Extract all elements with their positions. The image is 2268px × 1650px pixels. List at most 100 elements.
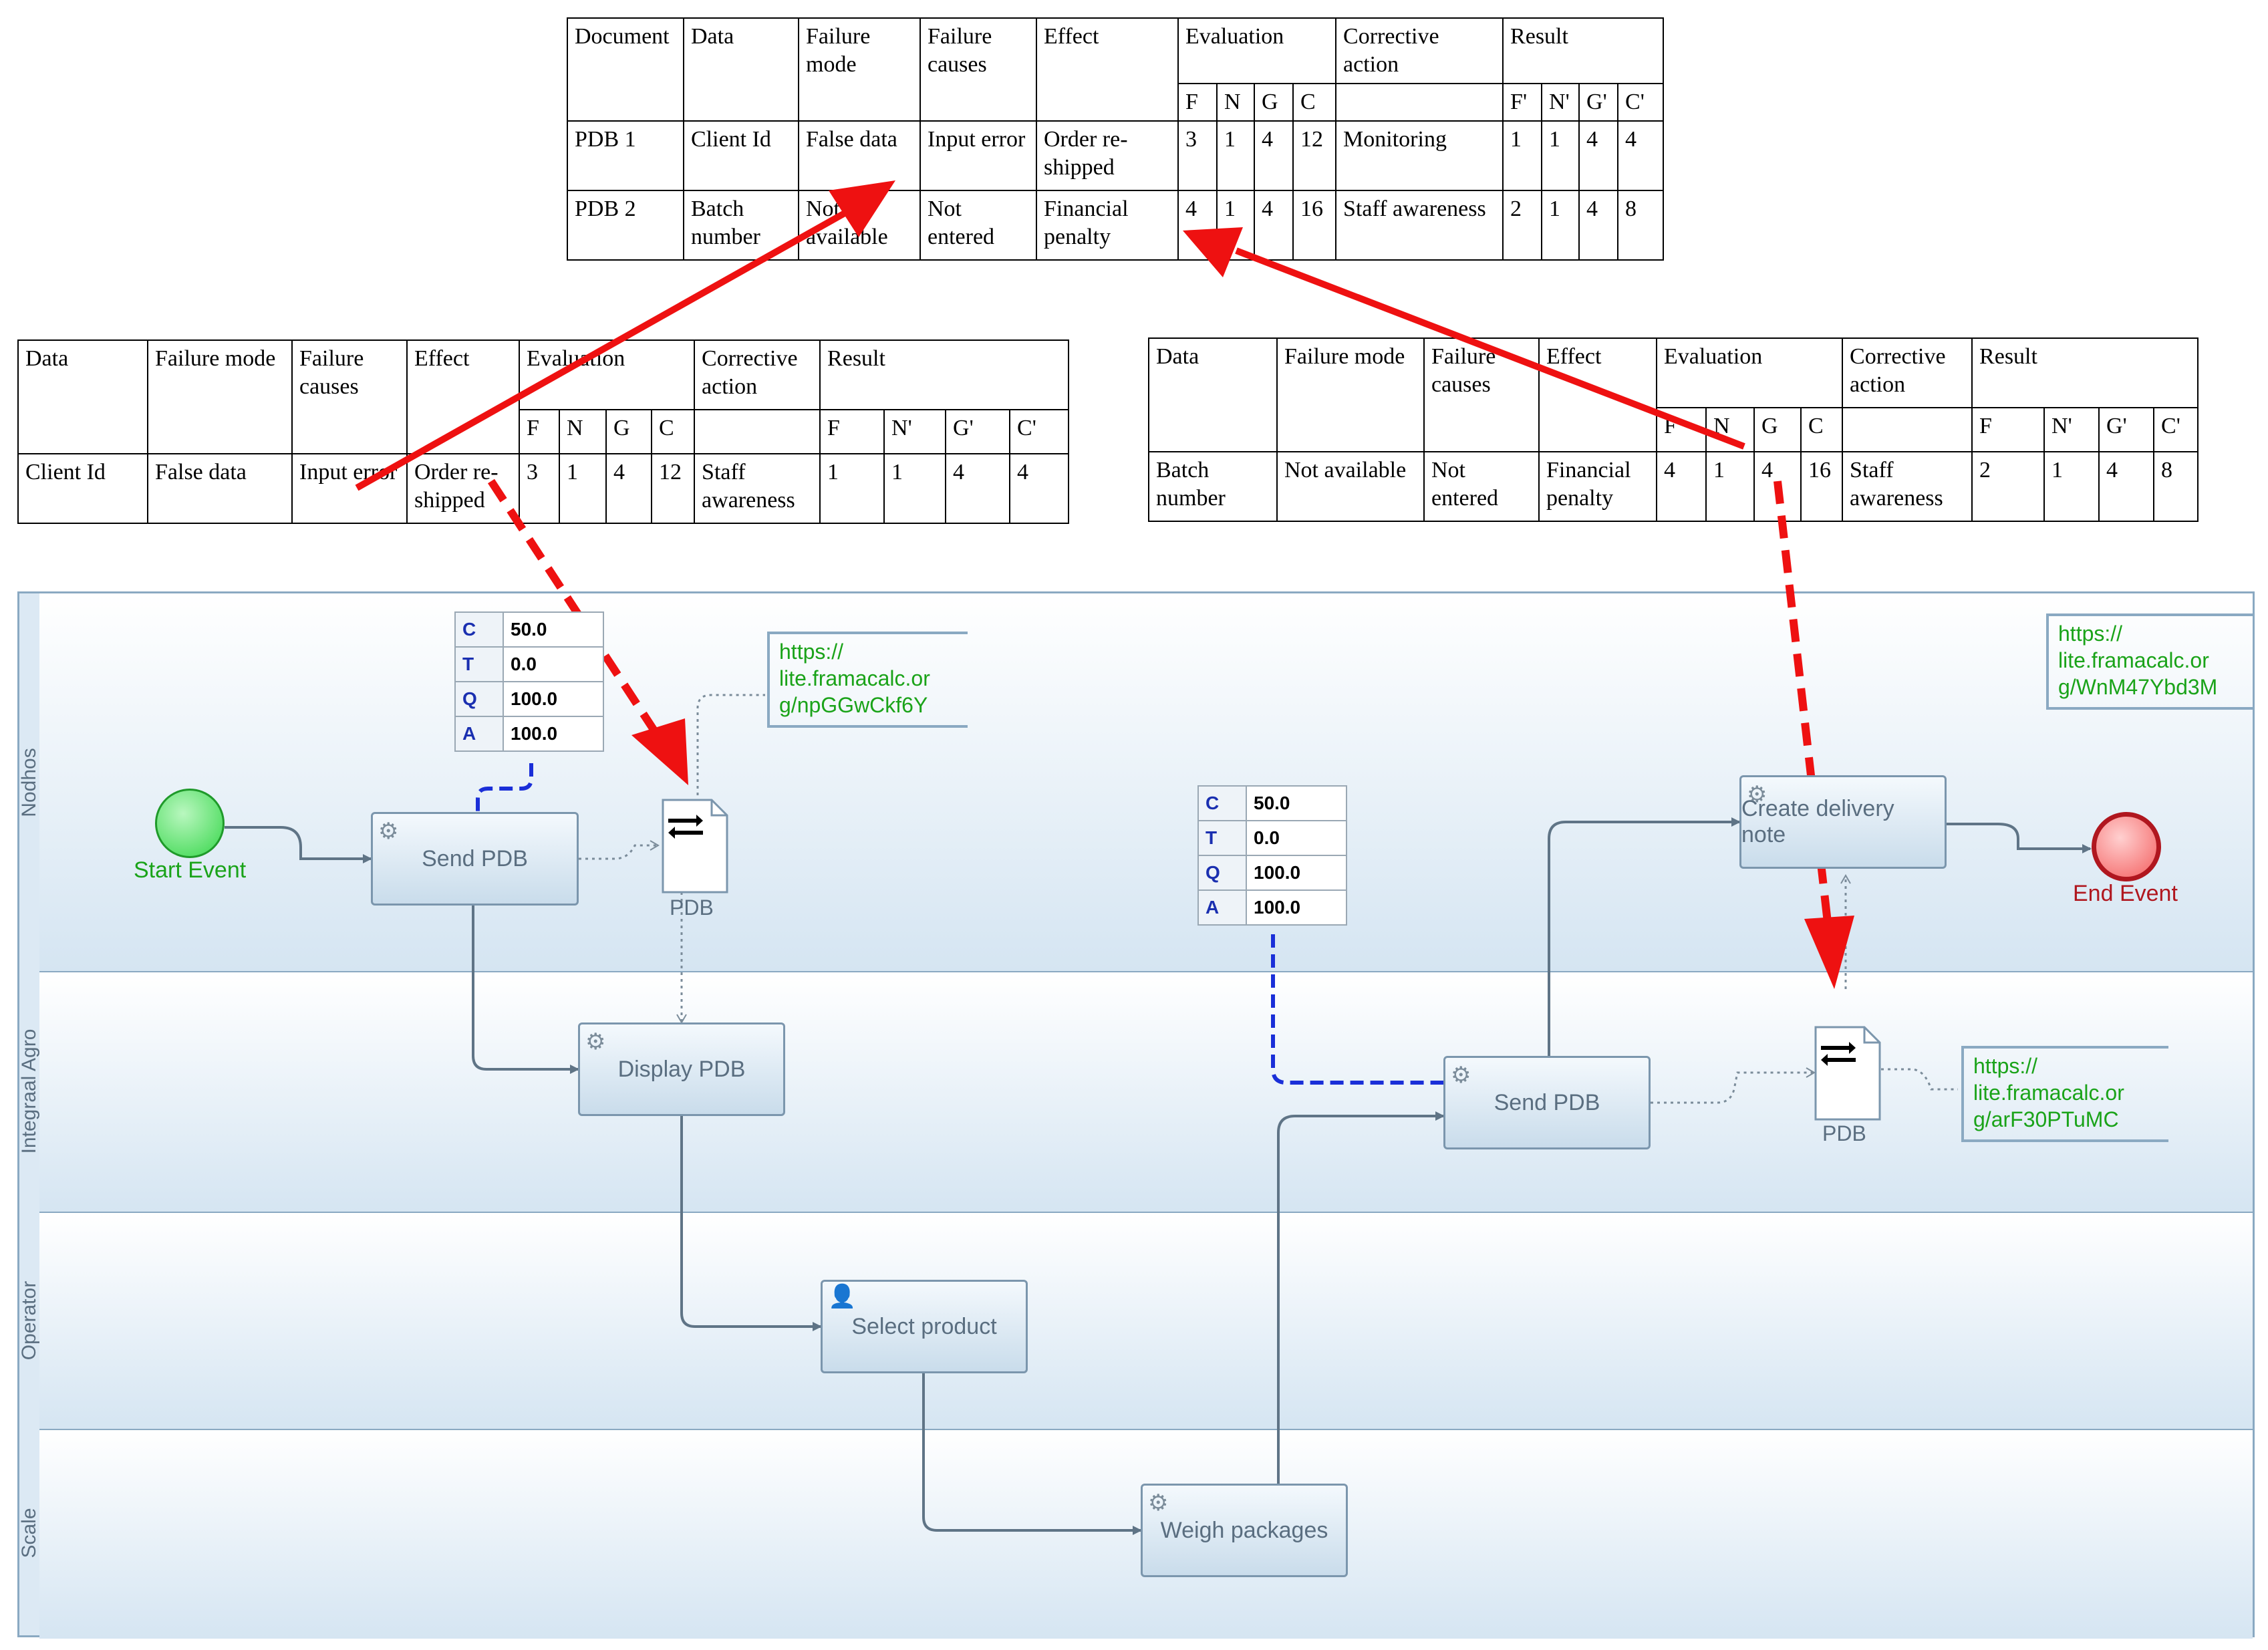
annotation-framacalc-2[interactable]: https:// lite.framacalc.or g/WnM47Ybd3M <box>2046 613 2253 710</box>
table-cell: Staff awareness <box>694 453 821 524</box>
kpi-link-1 <box>476 763 533 812</box>
kpi-key: C <box>1197 785 1247 821</box>
table-cell: 1 <box>1705 451 1755 522</box>
table-cell: 1 <box>1502 120 1543 191</box>
kpi-key: C <box>454 611 504 648</box>
table-cell: 1 <box>2043 451 2100 522</box>
table-cell: 16 <box>1800 451 1844 522</box>
table-cell: 2 <box>1502 190 1543 261</box>
result-sub-g: G' <box>2098 407 2155 452</box>
kpi-value: 0.0 <box>503 646 604 682</box>
header-result: Result <box>1502 17 1665 84</box>
result-sub-n: N' <box>2043 407 2100 452</box>
red-arrow-input-error <box>355 180 895 491</box>
header-failure-mode: Failure mode <box>798 17 921 122</box>
table-cell: 4 <box>1254 190 1294 261</box>
annotation-line: g/WnM47Ybd3M <box>2058 675 2218 699</box>
eval-sub-g: G <box>1753 407 1802 452</box>
eval-sub-c: C <box>1292 83 1337 122</box>
table-cell: 4 <box>1177 190 1218 261</box>
table-cell: Not entered <box>919 190 1037 261</box>
eval-sub-n: N <box>559 409 607 454</box>
table-cell: PDB 2 <box>567 190 684 261</box>
eval-sub-g: G <box>1254 83 1294 122</box>
kpi-value: 50.0 <box>503 611 604 648</box>
table-cell: 1 <box>559 453 607 524</box>
header-data: Data <box>17 339 148 454</box>
flow-send2-to-create <box>1548 817 1741 1056</box>
gear-icon: ⚙ <box>1451 1063 1471 1088</box>
data-object-pdb-1[interactable] <box>662 799 728 893</box>
start-event[interactable] <box>155 789 225 858</box>
data-object-pdb-2[interactable] <box>1814 1026 1881 1121</box>
header-evaluation: Evaluation <box>1655 337 1844 408</box>
table-cell: Not available <box>1276 451 1425 522</box>
table-cell: 4 <box>1617 120 1665 191</box>
kpi-key: Q <box>1197 855 1247 891</box>
table-cell: Batch number <box>1148 451 1278 522</box>
table-cell: Order re-shipped <box>1036 120 1179 191</box>
fmea-table-left: Data Failure mode Failure causes Effect … <box>17 339 1070 524</box>
header-corrective-action: Corrective action <box>1842 337 1973 408</box>
header-failure-causes: Failure causes <box>919 17 1037 122</box>
annotation-line: lite.framacalc.or <box>2058 648 2209 672</box>
bpmn-pool: Nodhos Integraal Agro Operator Scale <box>17 591 2255 1639</box>
task-send-pdb-2[interactable]: ⚙ Send PDB <box>1443 1056 1651 1149</box>
annotation-line: https:// <box>2058 622 2123 646</box>
gear-icon: ⚙ <box>1747 782 1767 807</box>
table-cell: 4 <box>2098 451 2155 522</box>
table-cell: 1 <box>883 453 947 524</box>
result-sub-n: N' <box>1541 83 1580 122</box>
task-weigh-packages[interactable]: ⚙ Weigh packages <box>1141 1484 1348 1577</box>
annotation-line: lite.framacalc.or <box>1973 1081 2124 1105</box>
table-cell: 4 <box>1578 190 1619 261</box>
kpi-link-2 <box>1271 934 1443 1085</box>
annotation-framacalc-3[interactable]: https:// lite.framacalc.or g/arF30PTuMC <box>1961 1046 2168 1142</box>
result-sub-c: C' <box>2153 407 2199 452</box>
task-label: Select product <box>851 1313 997 1339</box>
eval-sub-c: C <box>1800 407 1844 452</box>
result-sub-c: C' <box>1617 83 1665 122</box>
table-cell: 1 <box>819 453 885 524</box>
table-cell: 8 <box>2153 451 2199 522</box>
table-cell: 1 <box>1216 120 1255 191</box>
end-event[interactable] <box>2092 812 2161 881</box>
task-select-product[interactable]: 👤 Select product <box>821 1280 1028 1373</box>
table-cell: PDB 1 <box>567 120 684 191</box>
gear-icon: ⚙ <box>585 1029 606 1055</box>
table-cell: 3 <box>519 453 560 524</box>
table-cell: Batch number <box>683 190 799 261</box>
lane-operator <box>39 1212 2253 1430</box>
corrective-sub-empty <box>694 409 821 454</box>
kpi-value: 100.0 <box>503 681 604 717</box>
header-result: Result <box>819 339 1070 410</box>
assoc-send2-to-pdb2 <box>1651 1067 1816 1104</box>
table-cell: Input error <box>291 453 408 524</box>
header-effect: Effect <box>1538 337 1657 452</box>
annotation-line: lite.framacalc.or <box>779 666 930 690</box>
table-cell: 4 <box>605 453 652 524</box>
kpi-key: A <box>454 716 504 752</box>
task-create-delivery-note[interactable]: ⚙ Create delivery note <box>1739 775 1947 869</box>
table-cell: Financial penalty <box>1538 451 1657 522</box>
table-cell: 12 <box>1292 120 1337 191</box>
header-data: Data <box>1148 337 1278 452</box>
flow-select-to-weigh <box>922 1373 1142 1535</box>
table-cell: 2 <box>1971 451 2045 522</box>
task-send-pdb-1[interactable]: ⚙ Send PDB <box>371 812 579 906</box>
data-object-pdb-1-label: PDB <box>670 896 714 920</box>
table-cell: 4 <box>1578 120 1619 191</box>
task-display-pdb[interactable]: ⚙ Display PDB <box>578 1022 785 1116</box>
flow-send-to-display <box>472 906 579 1074</box>
result-sub-f: F <box>819 409 885 454</box>
annotation-framacalc-1[interactable]: https:// lite.framacalc.or g/npGGwCkf6Y <box>767 632 968 728</box>
table-cell: 1 <box>1541 190 1580 261</box>
table-cell: False data <box>798 120 921 191</box>
table-cell: Client Id <box>683 120 799 191</box>
eval-sub-g: G <box>605 409 652 454</box>
user-icon: 👤 <box>828 1284 857 1309</box>
header-effect: Effect <box>1036 17 1179 122</box>
table-cell: 4 <box>1656 451 1707 522</box>
task-label: Send PDB <box>422 845 528 871</box>
